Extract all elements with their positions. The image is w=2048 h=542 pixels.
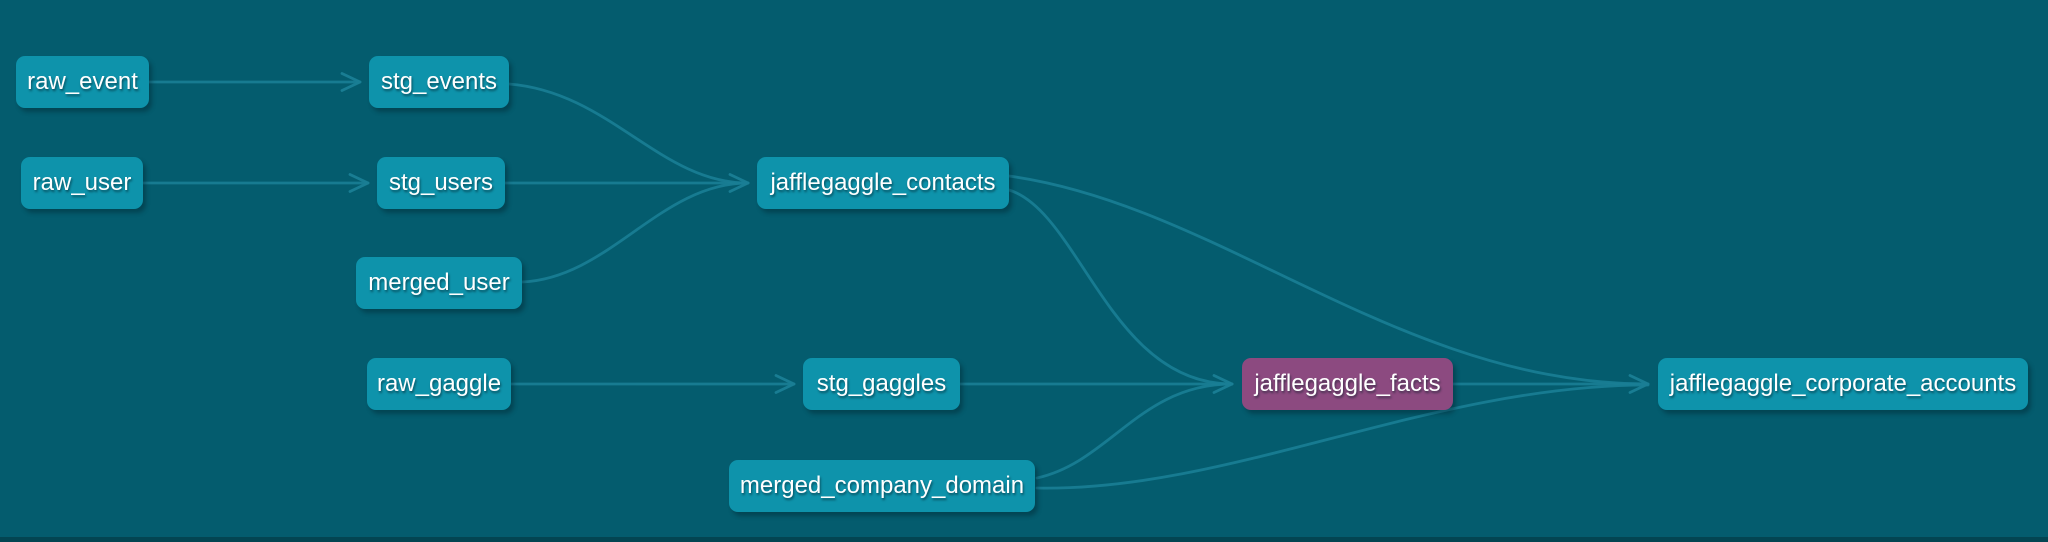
edge-jafflegaggle_contacts-to-jafflegaggle_corporate_accounts	[1007, 174, 1650, 386]
bottom-edge-bar	[0, 537, 2048, 542]
node-merged_user[interactable]: merged_user	[356, 257, 522, 309]
edge-merged_company_domain-to-jafflegaggle_facts	[1035, 382, 1234, 480]
edge-stg_events-to-jafflegaggle_contacts	[507, 82, 750, 185]
arrowhead-into-stg_users	[348, 173, 370, 193]
node-label: raw_gaggle	[376, 370, 502, 397]
node-label: raw_event	[27, 68, 138, 95]
edge-jafflegaggle_contacts-to-jafflegaggle_facts	[1007, 188, 1234, 386]
node-label: jafflegaggle_contacts	[770, 169, 996, 196]
node-label: merged_user	[368, 269, 510, 296]
node-label: merged_company_domain	[739, 472, 1025, 499]
arrowhead-into-jafflegaggle_contacts	[728, 173, 750, 193]
node-label: stg_users	[388, 169, 494, 196]
edge-merged_company_domain-to-jafflegaggle_corporate_accounts	[1035, 383, 1650, 490]
arrowhead-into-stg_events	[340, 72, 362, 92]
node-label: stg_events	[380, 68, 498, 95]
node-jafflegaggle_facts[interactable]: jafflegaggle_facts	[1242, 358, 1453, 410]
arrowhead-into-jafflegaggle_facts	[1212, 374, 1234, 394]
node-label: jafflegaggle_corporate_accounts	[1669, 370, 2017, 397]
node-stg_users[interactable]: stg_users	[377, 157, 505, 209]
node-raw_gaggle[interactable]: raw_gaggle	[367, 358, 511, 410]
node-jafflegaggle_corporate_accounts[interactable]: jafflegaggle_corporate_accounts	[1658, 358, 2028, 410]
node-label: jafflegaggle_facts	[1254, 370, 1441, 397]
node-raw_user[interactable]: raw_user	[21, 157, 143, 209]
edge-merged_user-to-jafflegaggle_contacts	[520, 181, 750, 284]
node-stg_gaggles[interactable]: stg_gaggles	[803, 358, 960, 410]
arrowhead-into-jafflegaggle_corporate_accounts	[1628, 374, 1650, 394]
node-raw_event[interactable]: raw_event	[16, 56, 149, 108]
arrowhead-into-stg_gaggles	[774, 374, 796, 394]
node-label: raw_user	[32, 169, 132, 196]
node-stg_events[interactable]: stg_events	[369, 56, 509, 108]
node-jafflegaggle_contacts[interactable]: jafflegaggle_contacts	[757, 157, 1009, 209]
node-merged_company_domain[interactable]: merged_company_domain	[729, 460, 1035, 512]
node-label: stg_gaggles	[816, 370, 947, 397]
